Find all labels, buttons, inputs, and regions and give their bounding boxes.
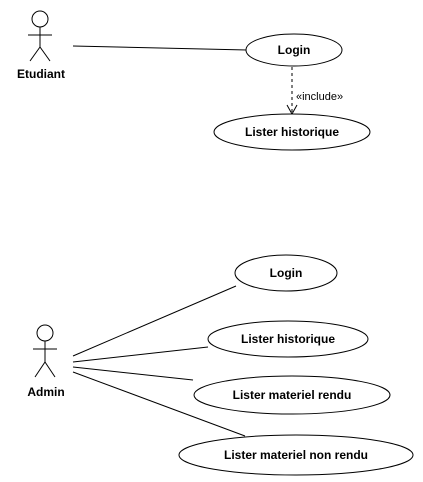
actor-admin[interactable]: Admin	[27, 324, 65, 399]
use-case-lister-historique[interactable]: Lister historique	[213, 113, 371, 151]
actor-label: Etudiant	[17, 67, 65, 81]
association-line	[72, 45, 248, 51]
use-case-label: Lister materiel rendu	[233, 388, 352, 402]
include-relation: «include»	[286, 67, 343, 116]
use-case-label: Lister historique	[245, 125, 339, 139]
use-case-label: Login	[278, 43, 311, 57]
actor-etudiant[interactable]: Etudiant	[17, 10, 65, 81]
use-case-label: Lister materiel non rendu	[224, 448, 368, 462]
include-stereotype-label: «include»	[296, 91, 343, 103]
association-line	[72, 371, 246, 437]
use-case-login[interactable]: Login	[234, 254, 338, 292]
actor-label: Admin	[27, 385, 64, 399]
use-case-lister-materiel-rendu[interactable]: Lister materiel rendu	[193, 375, 391, 415]
use-case-label: Lister historique	[241, 332, 335, 346]
use-case-lister-materiel-non-rendu[interactable]: Lister materiel non rendu	[178, 434, 414, 476]
association-line	[72, 346, 209, 363]
association-line	[72, 285, 237, 357]
use-case-label: Login	[270, 266, 303, 280]
use-case-lister-historique[interactable]: Lister historique	[207, 320, 369, 358]
association-line	[72, 366, 194, 381]
stick-figure-icon	[33, 324, 57, 378]
use-case-login[interactable]: Login	[245, 33, 343, 67]
stick-figure-icon	[28, 10, 52, 62]
